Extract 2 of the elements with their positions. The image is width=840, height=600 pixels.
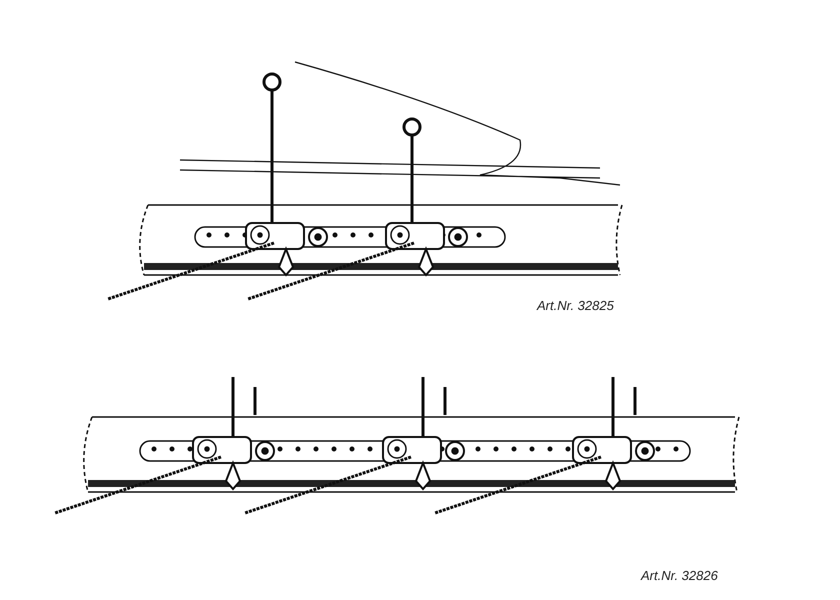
article-number: Art.Nr. 32826 [641,568,718,583]
article-number: Art.Nr. 32825 [537,298,614,313]
